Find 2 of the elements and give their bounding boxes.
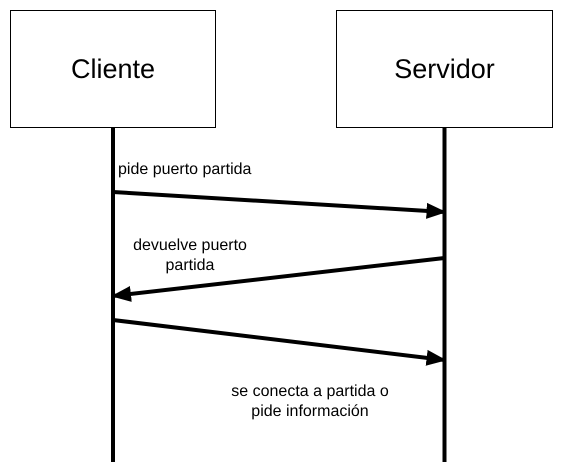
participant-name: Cliente [70,54,156,84]
participant-name: Servidor [394,54,495,84]
